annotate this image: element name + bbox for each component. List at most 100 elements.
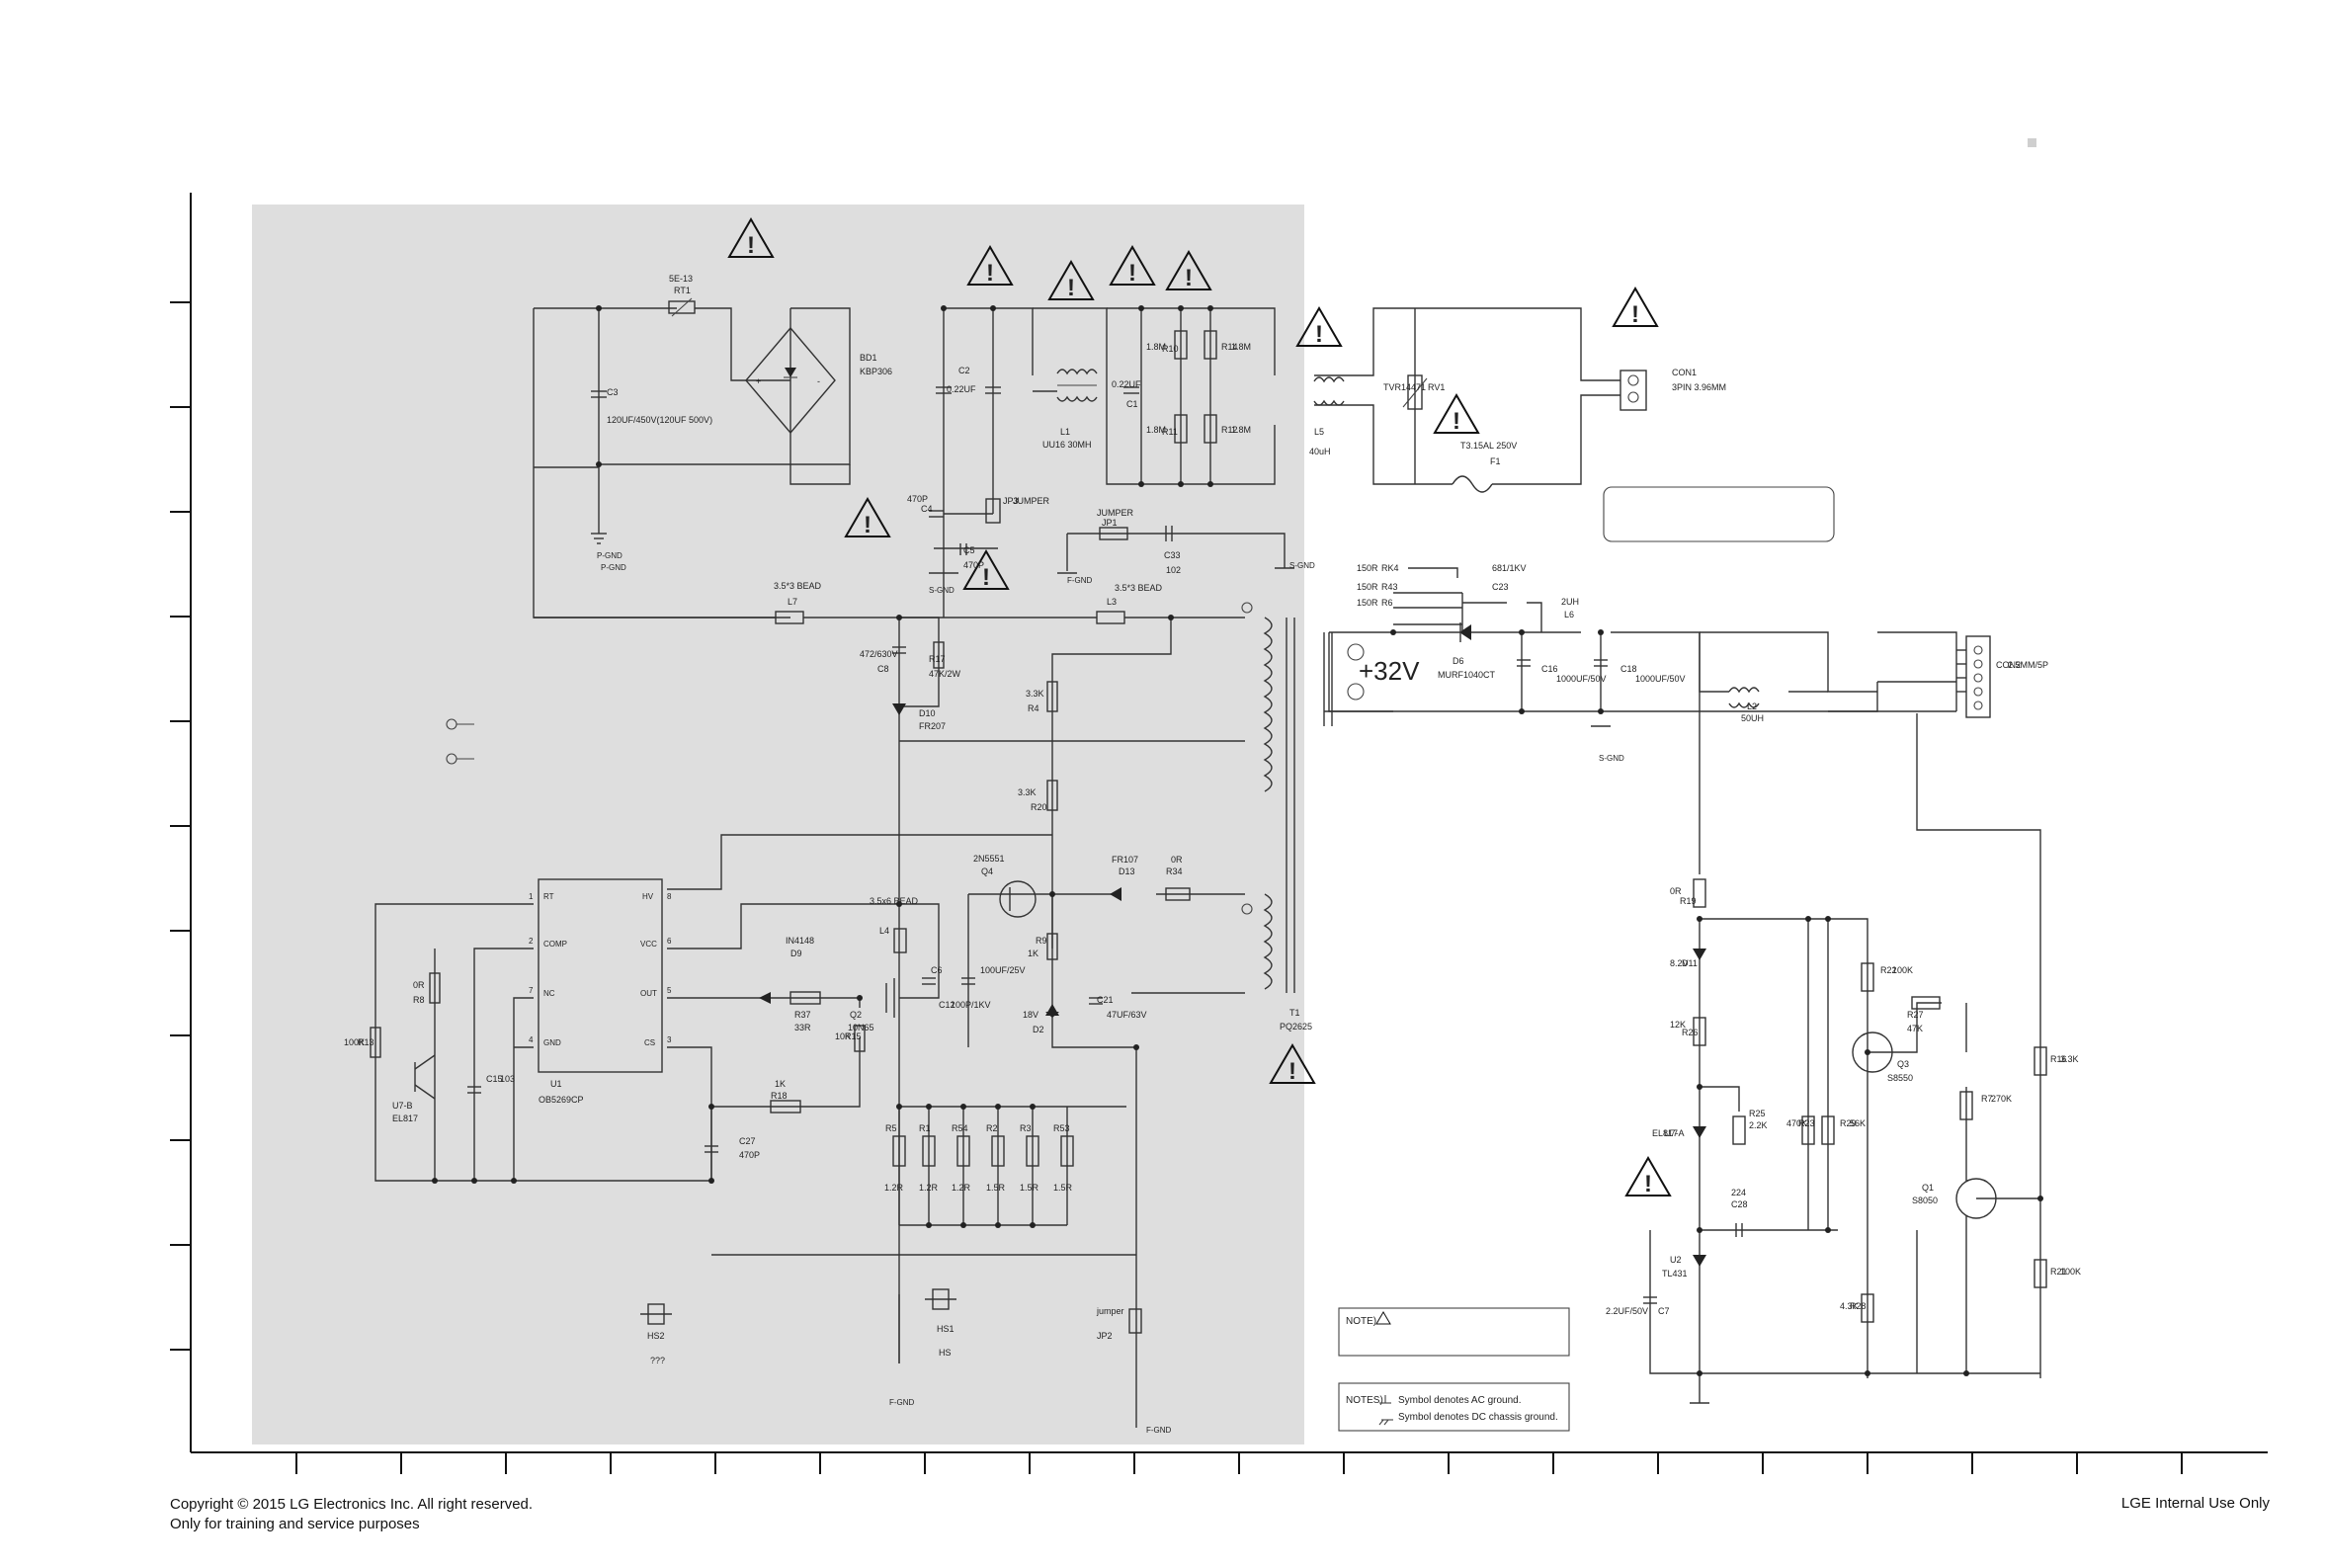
label-r25-val: 2.2K <box>1749 1120 1768 1130</box>
label-jp1: JP1 <box>1102 518 1118 528</box>
label-r19-val: 0R <box>1670 886 1682 896</box>
label-r16: R16 <box>2050 1054 2067 1064</box>
blank-label-box <box>1603 486 1835 542</box>
label-con1-val: 3PIN 3.96MM <box>1672 382 1726 392</box>
label-jp2: JP2 <box>1097 1331 1113 1341</box>
label-r12-val: 1.8M <box>1231 425 1251 435</box>
label-pgnd-2: P-GND <box>601 563 626 572</box>
label-r8-val: 0R <box>413 980 425 990</box>
label-c7: C7 <box>1658 1306 1670 1316</box>
label-r13-val: 100K <box>344 1037 365 1047</box>
note-dc-ground: Symbol denotes DC chassis ground. <box>1398 1412 1558 1423</box>
copyright-line-2: Only for training and service purposes <box>170 1516 420 1532</box>
transistor-q4 <box>999 880 1037 918</box>
label-r26: R26 <box>1682 1028 1699 1037</box>
label-r23: R23 <box>1798 1118 1815 1128</box>
label-rv1: RV1 <box>1428 382 1445 392</box>
input-passives <box>591 297 1217 555</box>
label-c23-val: 681/1KV <box>1492 563 1527 573</box>
ic-pin-num-5: 5 <box>667 986 672 995</box>
label-sgnd-1: S-GND <box>929 586 955 595</box>
label-c7-val: 2.2UF/50V <box>1606 1306 1648 1316</box>
label-rv1-val: TVR14471 <box>1383 382 1426 392</box>
label-c18-val: 1000UF/50V <box>1635 674 1686 684</box>
label-r20: R20 <box>1031 802 1047 812</box>
label-f1-val: T3.15AL 250V <box>1460 441 1517 451</box>
ic-u1-name: U1 <box>550 1079 562 1089</box>
label-c5: C5 <box>963 545 975 555</box>
label-fgnd-top: F-GND <box>1067 576 1093 585</box>
svg-text:!: ! <box>986 260 994 287</box>
label-r2-val: 1.5R <box>986 1183 1006 1193</box>
ic-pin-hv: HV <box>642 892 654 901</box>
junction-dots <box>432 305 2043 1376</box>
label-r26-val: 12K <box>1670 1020 1686 1030</box>
label-hs1: HS1 <box>937 1324 955 1334</box>
label-c23: C23 <box>1492 582 1509 592</box>
ic-pin-num-6: 6 <box>667 937 672 946</box>
label-r150-3: 150R <box>1357 598 1378 608</box>
label-r3: R3 <box>1020 1123 1032 1133</box>
label-f1: F1 <box>1490 456 1501 466</box>
sheet-frame <box>170 193 2268 1474</box>
note-warning-icon <box>1375 1311 1391 1325</box>
ic-pin-num-4: 4 <box>529 1035 534 1044</box>
svg-text:!: ! <box>1453 408 1460 435</box>
label-c12-val: 100P/1KV <box>951 1000 991 1010</box>
label-jp3: JP3 <box>1003 496 1019 506</box>
common-mode-choke-l1 <box>1056 369 1098 402</box>
label-r18: R18 <box>771 1091 788 1101</box>
heatsink-hs1 <box>925 1288 956 1310</box>
common-mode-choke-l5 <box>1313 376 1345 406</box>
label-t1-val: PQ2625 <box>1280 1022 1312 1032</box>
primary-wiring <box>374 611 1245 1428</box>
label-q2: Q2 <box>850 1010 862 1020</box>
label-jp1-val: JUMPER <box>1097 508 1134 518</box>
label-r4: R4 <box>1028 703 1039 713</box>
ic-pin-nc: NC <box>543 989 555 998</box>
label-rk4: RK4 <box>1381 563 1399 573</box>
label-c3: C3 <box>607 387 619 397</box>
label-l4: L4 <box>879 926 889 936</box>
label-r27-val: 47K <box>1907 1024 1923 1033</box>
label-l6: L6 <box>1564 610 1574 619</box>
label-r18-val: 1K <box>775 1079 786 1089</box>
label-l3-val: 3.5*3 BEAD <box>1115 583 1163 593</box>
ic-pin-out: OUT <box>640 989 657 998</box>
label-u2: U2 <box>1670 1255 1682 1265</box>
label-d2-val: 18V <box>1023 1010 1038 1020</box>
label-d9: D9 <box>790 949 802 958</box>
label-con2: CON2 <box>1996 660 2021 670</box>
label-r29: R29 <box>1840 1118 1857 1128</box>
label-r15: R15 <box>845 1032 862 1041</box>
corner-marker <box>2028 138 2036 147</box>
heatsink-hs2 <box>640 1303 672 1325</box>
label-r25: R25 <box>1749 1109 1766 1118</box>
label-r53-val: 1.5R <box>1053 1183 1073 1193</box>
label-r20-val: 3.3K <box>1018 787 1037 797</box>
label-r34: R34 <box>1166 867 1183 876</box>
label-bd1: BD1 <box>860 353 877 363</box>
label-l4-val: 3.5x6 BEAD <box>870 896 919 906</box>
transformer-t1 <box>1241 602 1333 993</box>
mosfet-q2 <box>885 978 895 1018</box>
label-r43: R43 <box>1381 582 1398 592</box>
label-c27: C27 <box>739 1136 756 1146</box>
label-c15: C15 <box>486 1074 503 1084</box>
ic-u1-box <box>538 878 663 1073</box>
label-r11-val: 1.8M <box>1146 425 1166 435</box>
label-r29-val: 56K <box>1850 1118 1866 1128</box>
label-r12: R12 <box>1221 425 1238 435</box>
label-r14: R14 <box>1221 342 1238 352</box>
label-con2-val: 2.5MM/5P <box>2008 660 2048 670</box>
label-q2-val: 10N65 <box>848 1023 874 1032</box>
label-r10: R10 <box>1162 344 1179 354</box>
svg-text:!: ! <box>1185 265 1193 291</box>
label-r4-val: 3.3K <box>1026 689 1044 699</box>
label-c3-val: 120UF/450V(120UF 500V) <box>607 415 712 425</box>
label-plus32v: +32V <box>1359 656 1420 686</box>
optocoupler-u7b <box>414 1054 436 1100</box>
label-u7a: U7-A <box>1664 1128 1685 1138</box>
copyright-notice: Copyright © 2015 LG Electronics Inc. All… <box>170 1495 533 1534</box>
label-d11: D11 <box>1682 958 1698 968</box>
